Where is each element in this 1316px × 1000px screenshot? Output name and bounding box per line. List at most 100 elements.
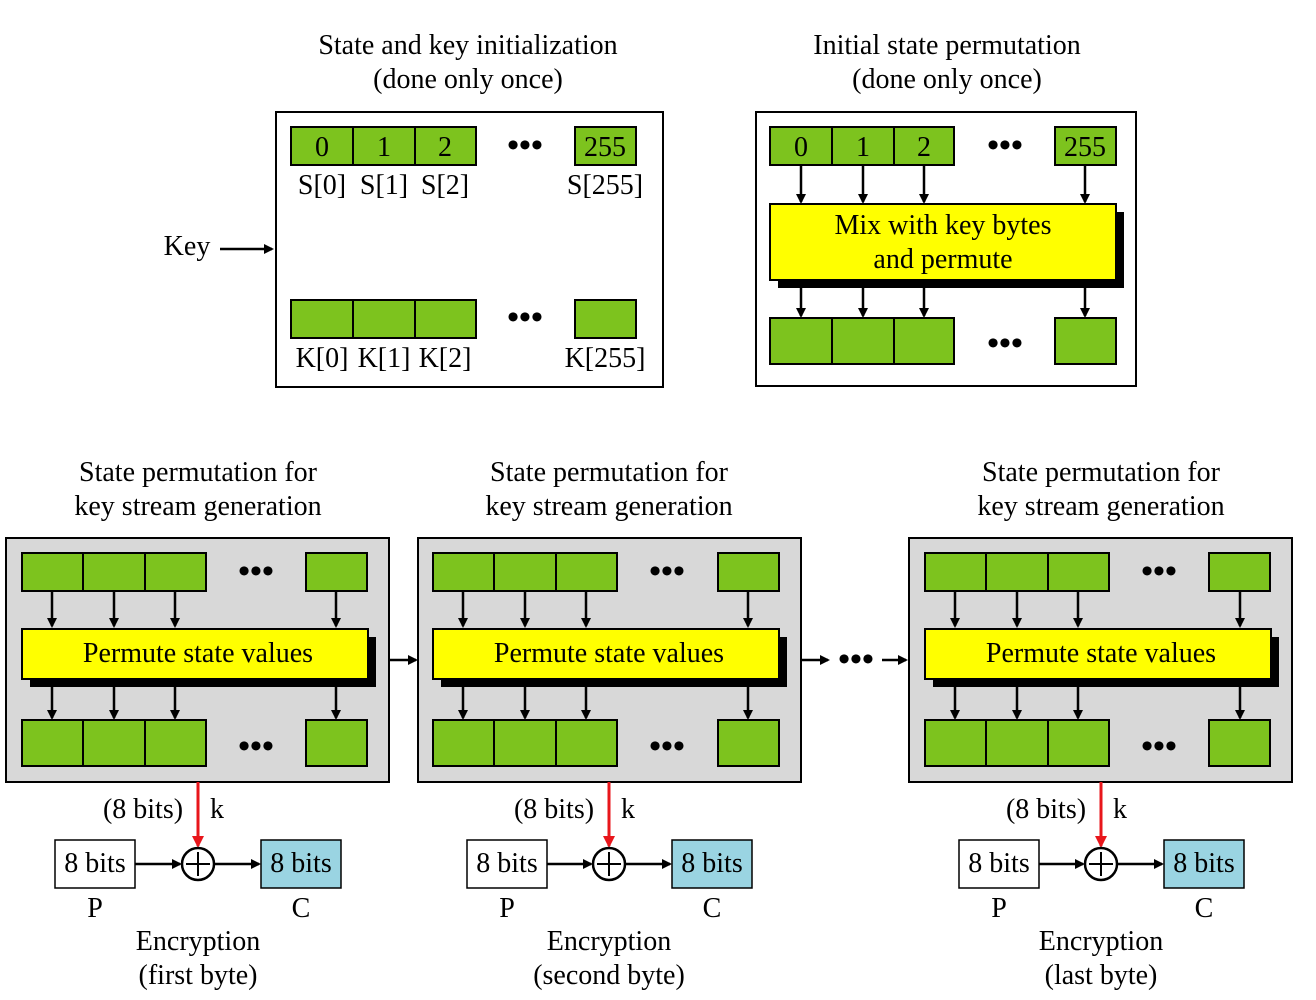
state-cell-value: 0 xyxy=(794,132,808,163)
state-label: S[0] xyxy=(298,170,346,201)
state-cell-value: 1 xyxy=(377,132,391,163)
ellipsis: ••• xyxy=(987,325,1023,362)
plaintext-bits: 8 bits xyxy=(64,848,125,879)
state-label: S[1] xyxy=(360,170,408,201)
state-cell xyxy=(82,719,146,767)
mix-label-2: and permute xyxy=(873,244,1012,275)
permute-box xyxy=(432,628,780,680)
ellipsis: ••• xyxy=(507,127,543,164)
state-cell xyxy=(1208,552,1271,592)
c-label: C xyxy=(703,893,722,924)
permute-label: Permute state values xyxy=(83,638,313,669)
key-cell xyxy=(352,299,416,339)
stage-subtitle: key stream generation xyxy=(485,491,732,522)
state-cell-value: 255 xyxy=(584,132,626,163)
state-cell xyxy=(1208,719,1271,767)
plaintext-bits: 8 bits xyxy=(968,848,1029,879)
keystream-k-label: k xyxy=(210,794,224,825)
encryption-sublabel: (first byte) xyxy=(139,960,258,991)
state-cell xyxy=(893,126,955,166)
key-cell xyxy=(574,299,637,339)
key-label: K[1] xyxy=(358,343,411,374)
perm-title: Initial state permutation xyxy=(813,30,1080,61)
state-cell xyxy=(414,126,477,166)
keystream-k-label: k xyxy=(1113,794,1127,825)
state-label: S[2] xyxy=(421,170,469,201)
c-label: C xyxy=(292,893,311,924)
key-label: K[2] xyxy=(419,343,472,374)
ellipsis: ••• xyxy=(838,641,874,678)
stage-2: State permutation for key stream generat… xyxy=(417,457,802,991)
key-cell xyxy=(414,299,477,339)
perm-subtitle: (done only once) xyxy=(852,64,1042,95)
state-cell xyxy=(290,126,354,166)
state-cell-value: 2 xyxy=(917,132,931,163)
key-label: K[0] xyxy=(296,343,349,374)
p-label: P xyxy=(991,893,1007,924)
ciphertext-bits: 8 bits xyxy=(681,848,742,879)
p-label: P xyxy=(499,893,515,924)
c-label: C xyxy=(1195,893,1214,924)
ciphertext-bits: 8 bits xyxy=(1173,848,1234,879)
stage-1: State permutation for key stream generat… xyxy=(5,457,390,991)
ellipsis: ••• xyxy=(987,127,1023,164)
state-cell xyxy=(352,126,416,166)
plaintext-box xyxy=(54,839,136,889)
state-cell xyxy=(493,719,557,767)
p-label: P xyxy=(87,893,103,924)
keystream-bits-label: (8 bits) xyxy=(103,794,183,825)
state-cell xyxy=(432,552,495,592)
ellipsis: ••• xyxy=(507,299,543,336)
init-subtitle: (done only once) xyxy=(373,64,563,95)
state-cell xyxy=(831,317,895,365)
state-cell xyxy=(432,719,495,767)
state-cell xyxy=(769,317,833,365)
permute-label: Permute state values xyxy=(986,638,1216,669)
stage-subtitle: key stream generation xyxy=(74,491,321,522)
plaintext-box xyxy=(958,839,1040,889)
state-cell xyxy=(144,552,207,592)
state-cell xyxy=(305,552,368,592)
permute-label: Permute state values xyxy=(494,638,724,669)
state-cell xyxy=(893,317,955,365)
permute-box xyxy=(924,628,1272,680)
state-cell-value: 2 xyxy=(438,132,452,163)
state-cell xyxy=(21,552,84,592)
state-cell xyxy=(82,552,146,592)
state-cell xyxy=(985,719,1049,767)
state-cell xyxy=(574,126,637,166)
state-cell xyxy=(1054,317,1117,365)
stage-title: State permutation for xyxy=(79,457,318,488)
permute-box xyxy=(21,628,369,680)
ciphertext-box xyxy=(671,839,753,889)
ellipsis: ••• xyxy=(649,553,685,590)
state-cell-value: 1 xyxy=(856,132,870,163)
stage-title: State permutation for xyxy=(490,457,729,488)
plaintext-box xyxy=(466,839,548,889)
ellipsis: ••• xyxy=(238,728,274,765)
init-title: State and key initialization xyxy=(318,30,617,61)
encryption-label: Encryption xyxy=(547,926,671,957)
ellipsis: ••• xyxy=(1141,728,1177,765)
state-cell-value: 255 xyxy=(1064,132,1106,163)
encryption-label: Encryption xyxy=(136,926,260,957)
initial-permutation-panel: Initial state permutation (done only onc… xyxy=(755,30,1137,387)
stage-3: State permutation for key stream generat… xyxy=(908,457,1293,991)
state-cell xyxy=(305,719,368,767)
state-cell xyxy=(493,552,557,592)
ciphertext-box xyxy=(1163,839,1245,889)
state-cell xyxy=(21,719,84,767)
mix-box xyxy=(769,203,1117,281)
state-cell xyxy=(985,552,1049,592)
key-cell xyxy=(290,299,354,339)
plaintext-bits: 8 bits xyxy=(476,848,537,879)
state-cell xyxy=(555,552,618,592)
stage-subtitle: key stream generation xyxy=(977,491,1224,522)
init-panel: State and key initialization (done only … xyxy=(164,30,664,388)
key-input-label: Key xyxy=(164,231,211,262)
encryption-label: Encryption xyxy=(1039,926,1163,957)
keystream-bits-label: (8 bits) xyxy=(514,794,594,825)
keystream-bits-label: (8 bits) xyxy=(1006,794,1086,825)
ellipsis: ••• xyxy=(1141,553,1177,590)
